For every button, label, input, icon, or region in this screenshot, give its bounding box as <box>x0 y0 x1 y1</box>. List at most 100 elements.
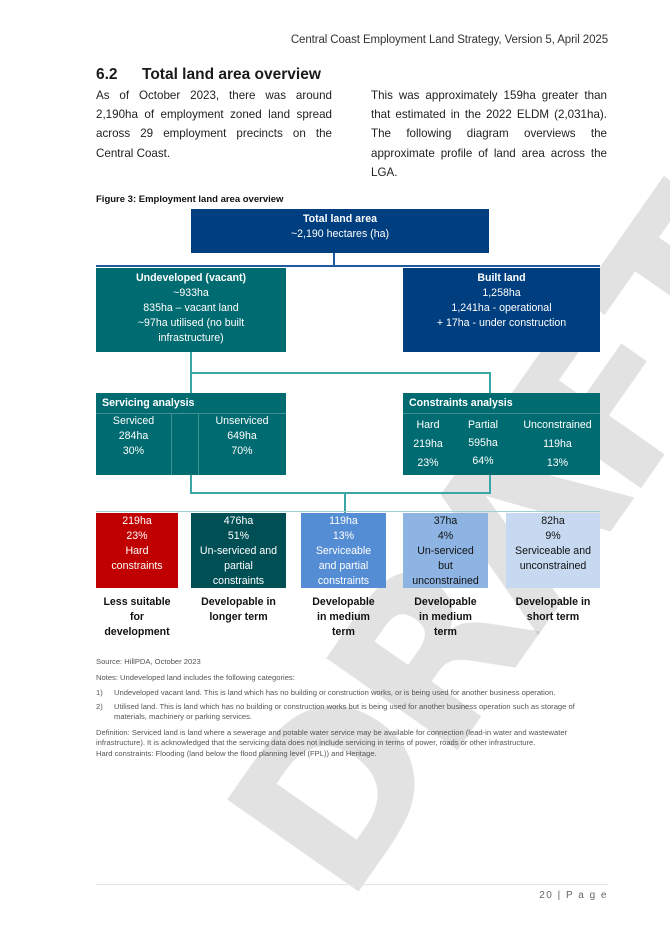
category-pct: 51% <box>227 530 250 542</box>
connector <box>344 492 346 513</box>
category-desc: but <box>438 560 453 572</box>
unconstrained-label: Unconstrained <box>523 419 592 431</box>
category-area: 37ha <box>433 515 458 527</box>
category-area: 82ha <box>541 515 565 527</box>
partial-pct: 64% <box>472 455 494 467</box>
definition-note: Definition: Serviced land is land where … <box>96 727 568 748</box>
outcome-label: Developable in short term <box>501 595 605 625</box>
category-serviceable-partial: 119ha 13% Serviceable and partial constr… <box>301 513 386 588</box>
connector <box>190 492 491 494</box>
outcome-line: term <box>434 626 457 638</box>
undeveloped-line: ~97ha utilised (no built <box>137 317 245 329</box>
outcome-line: short term <box>526 611 580 623</box>
unconstrained-column: Unconstrained 119ha 13% <box>515 416 600 473</box>
built-title: Built land <box>477 272 526 284</box>
serviced-label: Serviced <box>112 415 155 427</box>
category-area: 476ha <box>223 515 254 527</box>
category-desc: constraints <box>317 575 370 587</box>
note-number: 2) <box>96 701 103 711</box>
outcome-label: Developable in medium term <box>296 595 391 640</box>
category-pct: 13% <box>332 530 355 542</box>
undeveloped-line: ~933ha <box>173 287 209 299</box>
column-divider <box>198 414 199 475</box>
paragraph-right: This was approximately 159ha greater tha… <box>371 89 607 179</box>
serviced-pct: 30% <box>122 445 145 457</box>
built-line: + 17ha - under construction <box>436 317 567 329</box>
unserviced-pct: 70% <box>231 445 253 457</box>
connector <box>96 265 600 267</box>
outcome-line: development <box>104 626 170 638</box>
unserviced-area: 649ha <box>227 430 257 442</box>
outcome-line: Less suitable <box>103 596 171 608</box>
unconstrained-area: 119ha <box>543 438 572 450</box>
total-land-box: Total land area ~2,190 hectares (ha) <box>191 209 489 253</box>
category-pct: 4% <box>437 530 454 542</box>
note-text: Undeveloped vacant land. This is land wh… <box>114 688 556 697</box>
category-pct: 23% <box>126 530 148 542</box>
unconstrained-pct: 13% <box>546 457 569 469</box>
figure-notes: Source: HillPDA, October 2023 Notes: Und… <box>96 657 608 759</box>
outcome-label: Developable in medium term <box>398 595 493 640</box>
connector <box>489 475 491 494</box>
outcome-line: Developable <box>312 596 375 608</box>
source-note: Source: HillPDA, October 2023 <box>96 657 201 666</box>
built-line: 1,258ha <box>482 287 521 299</box>
connector <box>96 511 600 512</box>
servicing-analysis-box: Servicing analysis Serviced 284ha 30% Un… <box>96 393 286 475</box>
hard-label: Hard <box>416 419 440 431</box>
category-unserviced-partial: 476ha 51% Un-serviced and partial constr… <box>191 513 286 588</box>
hard-area: 219ha <box>413 438 443 450</box>
category-area: 219ha <box>122 515 152 527</box>
note-item: 2) Utilised land. This is land which has… <box>96 702 608 723</box>
category-unserviced-unconstrained: 37ha 4% Un-serviced but unconstrained <box>403 513 488 588</box>
note-text: Utilised land. This is land which has no… <box>114 701 575 722</box>
category-pct: 9% <box>545 530 561 542</box>
category-desc: and partial <box>318 560 369 572</box>
outcome-line: Developable in <box>515 596 591 608</box>
outcome-line: Developable in <box>201 596 276 608</box>
connector <box>333 253 335 267</box>
category-desc: Hard <box>125 545 149 557</box>
undeveloped-line: infrastructure) <box>158 332 224 344</box>
category-desc: constraints <box>111 560 163 572</box>
note-item: 1) Undeveloped vacant land. This is land… <box>96 688 608 699</box>
note-number: 1) <box>96 688 103 697</box>
category-desc: Serviceable and <box>515 545 591 557</box>
outcome-line: in medium <box>419 611 472 623</box>
unserviced-label: Unserviced <box>215 415 269 427</box>
outcome-line: Developable <box>414 596 477 608</box>
undeveloped-title: Undeveloped (vacant) <box>135 272 247 284</box>
category-desc: Un-serviced and <box>199 545 278 557</box>
column-divider <box>171 414 172 475</box>
section-title: Total land area overview <box>142 66 321 83</box>
total-title: Total land area <box>303 213 377 225</box>
category-hard-constraints: 219ha 23% Hard constraints <box>96 513 178 588</box>
unserviced-column: Unserviced 649ha 70% <box>198 414 286 459</box>
undeveloped-box: Undeveloped (vacant) ~933ha 835ha – vaca… <box>96 268 286 352</box>
hard-pct: 23% <box>417 457 439 469</box>
partial-column: Partial 595ha 64% <box>459 416 507 470</box>
connector <box>489 372 491 393</box>
serviced-area: 284ha <box>118 430 149 442</box>
outcome-label: Developable in longer term <box>186 595 291 625</box>
outcome-line: longer term <box>209 611 268 623</box>
constraints-analysis-box: Constraints analysis Hard 219ha 23% Part… <box>403 393 600 475</box>
page-number: 20 | P a g e <box>539 890 608 901</box>
running-header: Central Coast Employment Land Strategy, … <box>290 34 608 46</box>
hard-constraints-note: Hard constraints: Flooding (land below t… <box>96 748 377 758</box>
outcome-line: term <box>332 626 355 638</box>
outcome-label: Less suitable for development <box>92 595 182 640</box>
partial-area: 595ha <box>468 437 498 449</box>
undeveloped-line: 835ha – vacant land <box>143 302 239 314</box>
constraints-title: Constraints analysis <box>403 393 600 414</box>
footer-divider <box>96 884 608 885</box>
built-land-box: Built land 1,258ha 1,241ha - operational… <box>403 268 600 352</box>
outcome-line: in medium <box>317 611 370 623</box>
built-line: 1,241ha - operational <box>451 302 552 314</box>
category-desc: unconstrained <box>412 575 479 587</box>
category-desc: Serviceable <box>315 545 372 557</box>
serviced-column: Serviced 284ha 30% <box>96 414 171 459</box>
outcome-line: for <box>129 611 145 623</box>
category-serviceable-unconstrained: 82ha 9% Serviceable and unconstrained <box>506 513 600 588</box>
